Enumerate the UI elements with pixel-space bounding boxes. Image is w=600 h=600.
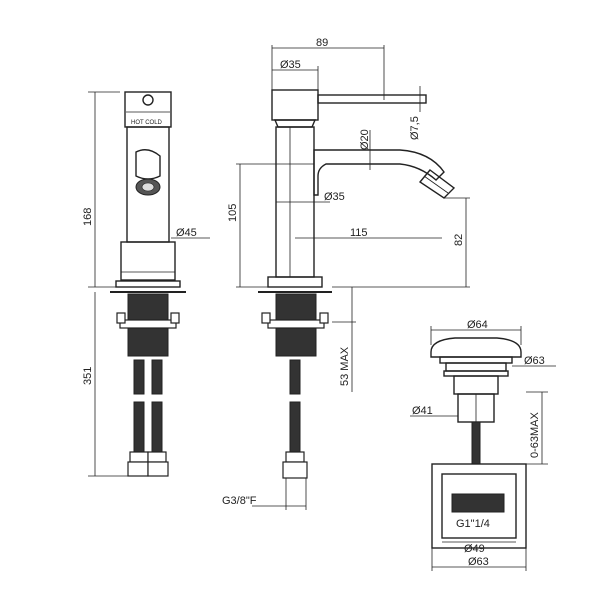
dim-stem-diameter: Ø41 [412, 405, 433, 417]
waste-drain-view: Ø64 Ø63 Ø41 0-63MAX G1"1/4 Ø49 Ø63 [410, 319, 556, 571]
waste-thread [451, 493, 505, 513]
dim-cap-diameter: Ø64 [467, 319, 488, 331]
waste-rod [471, 421, 481, 465]
dim-body-diameter: Ø45 [176, 227, 197, 239]
dim-hose-connection: G3/8"F [222, 495, 257, 507]
dim-column-diameter: Ø35 [324, 191, 345, 203]
dim-deck-thickness: 53 MAX [339, 346, 351, 386]
hose-right-lower [151, 401, 163, 453]
dim-spout-reach: 115 [350, 227, 368, 239]
spout [313, 149, 445, 196]
dim-flange-diameter: Ø63 [524, 355, 545, 367]
dim-thread: G1"1/4 [456, 518, 490, 530]
hose-right-upper [151, 359, 163, 395]
side-view: HOT COLD 168 351 [82, 91, 210, 477]
hose-left-lower [133, 401, 145, 453]
waste-flange [453, 375, 499, 395]
dim-hose-length: 351 [82, 367, 94, 385]
waste-cap [430, 337, 522, 358]
dim-spout-height: 105 [227, 204, 239, 222]
spout-front [135, 149, 161, 180]
front-hose-lower [289, 401, 301, 453]
dim-reach: 89 [316, 37, 328, 49]
dim-spout-diameter: Ø20 [359, 129, 371, 150]
front-view: 89 Ø35 Ø7,5 Ø20 Ø35 105 115 82 53 MAX [222, 37, 470, 510]
dim-inner-diameter: Ø49 [464, 543, 485, 555]
front-hose-upper [289, 359, 301, 395]
handle-cylinder [271, 89, 319, 121]
waste-body [431, 463, 527, 549]
hose-left-upper [133, 359, 145, 395]
dim-handle-rod: Ø7,5 [409, 116, 421, 140]
dim-handle-diameter: Ø35 [280, 59, 301, 71]
dim-base-diameter: Ø63 [468, 556, 489, 568]
svg-text:HOT COLD: HOT COLD [131, 120, 163, 126]
faucet-base [120, 241, 176, 281]
dim-height-total: 168 [82, 208, 94, 226]
handle-knob [142, 94, 154, 106]
handle-lever [317, 94, 427, 104]
dim-spout-outlet-height: 82 [453, 234, 465, 246]
spout-outlet [418, 169, 456, 199]
dim-adjust-range: 0-63MAX [529, 411, 541, 458]
